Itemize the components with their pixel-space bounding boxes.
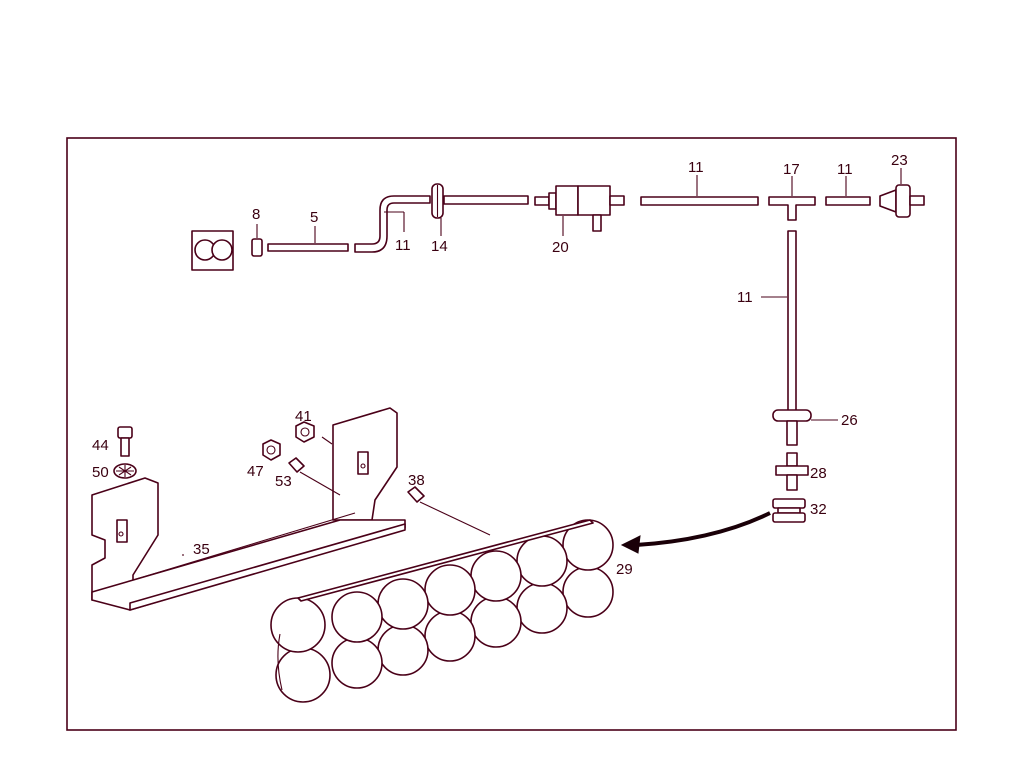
part-14-grommet: [431, 183, 529, 236]
part-41-nut: [295, 421, 315, 443]
part-32-cap: [772, 498, 806, 523]
callout-5: 5: [310, 209, 318, 226]
part-20-valve: [534, 185, 625, 236]
part-47-nut: [262, 439, 281, 461]
part-38-spacer: [407, 486, 491, 536]
part-50-washer: [113, 463, 137, 479]
callout-32: 32: [810, 501, 827, 518]
part-29-reservoir: [270, 519, 614, 703]
part-26-grommet: [772, 409, 838, 446]
callout-11-short: 11: [837, 161, 853, 178]
part-35-bracket: [91, 407, 406, 611]
clip-part: [191, 230, 234, 271]
callout-26: 26: [841, 412, 858, 429]
diagram-frame: [66, 137, 957, 731]
callout-50: 50: [92, 464, 109, 481]
part-53-spacer: [288, 457, 341, 496]
part-11-bent-hose: [354, 195, 431, 253]
callout-20: 20: [552, 239, 569, 256]
part-11-vertical-hose: [761, 230, 797, 412]
callout-29: 29: [616, 561, 633, 578]
part-17-tee: [768, 176, 816, 221]
callout-8: 8: [252, 206, 260, 223]
part-23-damper: [879, 168, 925, 218]
callout-38: 38: [408, 472, 425, 489]
callout-53: 53: [275, 473, 292, 490]
callout-11-top: 11: [688, 159, 704, 176]
callout-11-vertical: 11: [737, 289, 753, 306]
part-8-connector: [251, 224, 263, 257]
callout-35: 35: [193, 541, 210, 558]
callout-41: 41: [295, 408, 312, 425]
callout-11-bent: 11: [395, 237, 411, 254]
assembly-arrow: [620, 511, 771, 554]
callout-14: 14: [431, 238, 448, 255]
part-11-hose-short: [825, 176, 871, 206]
part-44-bolt: [117, 426, 133, 457]
callout-28: 28: [810, 465, 827, 482]
part-28-connector: [775, 452, 809, 491]
callout-44: 44: [92, 437, 109, 454]
callout-17: 17: [783, 161, 800, 178]
callout-47: 47: [247, 463, 264, 480]
part-5-hose: [267, 226, 349, 252]
callout-23: 23: [891, 152, 908, 169]
part-11-hose-top: [640, 175, 759, 206]
